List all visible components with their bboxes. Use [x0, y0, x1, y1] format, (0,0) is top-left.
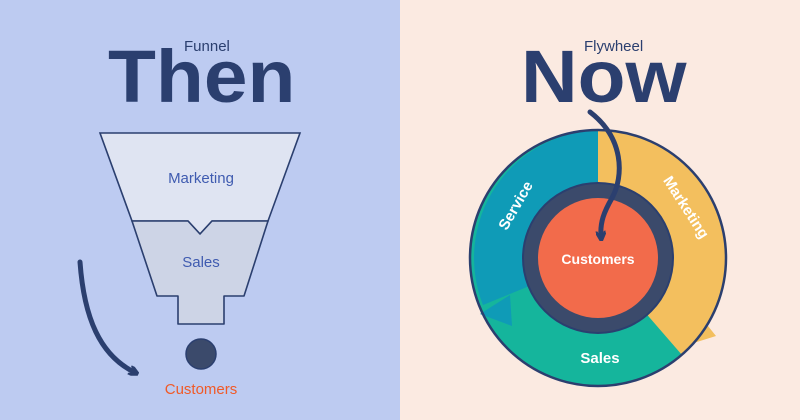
flywheel: Customers Service Marketing Sales	[468, 109, 728, 388]
then-heading: Then	[108, 35, 296, 118]
flywheel-arrow	[587, 109, 622, 236]
flywheel-hub	[538, 198, 658, 318]
flywheel-outer-ring	[468, 128, 728, 388]
funnel-result-customers: Customers	[165, 381, 238, 398]
funnel-stage-marketing: Marketing	[168, 170, 234, 187]
curved-arrow	[77, 259, 134, 372]
flywheel-center-customers: Customers	[561, 251, 634, 267]
funnel-sales-section	[131, 220, 269, 325]
funnel: Marketing Sales Customers	[77, 132, 302, 398]
funnel-label: Funnel	[184, 38, 230, 55]
flywheel-segment-sales: Sales	[580, 350, 619, 367]
funnel-stage-sales: Sales	[182, 254, 220, 271]
flywheel-service-tip	[480, 295, 512, 326]
flywheel-marketing-tip	[684, 316, 716, 346]
now-heading: Now	[521, 35, 687, 118]
flywheel-label: Flywheel	[584, 38, 644, 55]
customers-dot	[185, 338, 217, 370]
